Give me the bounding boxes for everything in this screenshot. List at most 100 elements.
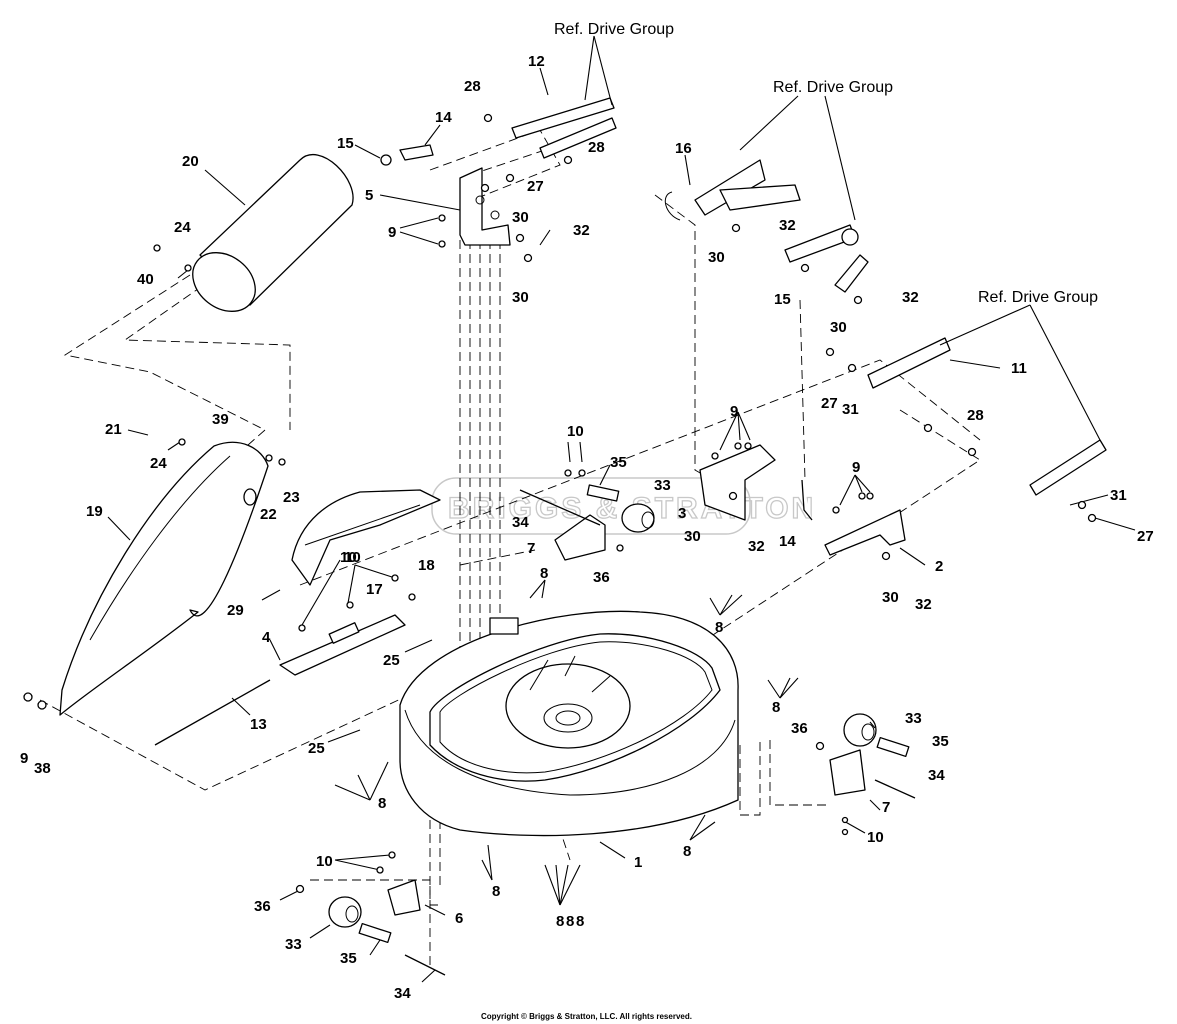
callout-number: 3 [678,505,686,522]
deflector [291,489,441,586]
rod-14 [801,479,813,521]
callout-number: 27 [1137,528,1154,545]
callout-number: 8 [772,699,780,716]
callout-number: 8 [540,565,548,582]
callout-number: 23 [283,489,300,506]
callout-number: 5 [365,187,373,204]
hardware [23,113,1097,894]
callout-number: 4 [262,629,271,646]
callout-number: 30 [830,319,847,336]
callout-number: 1 [634,854,642,871]
callout-number: 8 [492,883,500,900]
callout-number: 9 [20,750,28,767]
callout-number: 30 [882,589,899,606]
callout-number: 8 [576,913,584,930]
chute-tube [192,153,354,312]
callout-number: 30 [684,528,701,545]
link-12 [511,97,617,159]
callout-number: 30 [512,289,529,306]
callout-number: 16 [675,140,692,157]
callout-number: 12 [528,53,545,70]
copyright-notice: Copyright © Briggs & Stratton, LLC. All … [481,1012,692,1021]
callout-number: 33 [654,477,671,494]
callout-number: 7 [527,540,535,557]
callout-number: 35 [932,733,949,750]
ref-drive-group-label: Ref. Drive Group [773,79,893,96]
callout-number: 17 [366,581,383,598]
callout-number: 10 [316,853,333,870]
discharge-chute [59,441,269,716]
callout-number: 15 [337,135,354,152]
callout-number: 20 [182,153,199,170]
callout-number: 32 [779,217,796,234]
callout-number: 8 [683,843,691,860]
callout-number: 35 [610,454,627,471]
callout-number: 31 [1110,487,1127,504]
callout-number: 25 [383,652,400,669]
callout-number: 10 [867,829,884,846]
callouts: 1 2 3 4 5 6 7 7 8 8 8 8 8 8 8 8 8 9 9 9 … [20,53,1154,1002]
roller-assembly-top [519,484,655,561]
callout-number: 7 [882,799,890,816]
ref-drive-group-label: Ref. Drive Group [978,289,1098,306]
callout-number: 40 [137,271,154,288]
callout-number: 8 [378,795,386,812]
callout-number: 15 [774,291,791,308]
deck-housing [399,610,739,837]
pin-14-top [380,144,434,166]
callout-number: 24 [174,219,191,236]
callout-number: 34 [512,514,529,531]
callout-number: 9 [852,459,860,476]
callout-number: 9 [730,403,738,420]
callout-number: 33 [285,936,302,953]
callout-number: 39 [212,411,229,428]
callout-number: 32 [748,538,765,555]
callout-number: 32 [573,222,590,239]
callout-number: 6 [455,910,463,927]
callout-number: 30 [708,249,725,266]
callout-number: 36 [791,720,808,737]
roller-assembly-bottom [328,879,446,976]
callout-number: 18 [418,557,435,574]
callout-number: 11 [1011,360,1027,377]
callout-number: 10 [340,549,357,566]
callout-number: 22 [260,506,277,523]
callout-number: 29 [227,602,244,619]
callout-number: 30 [512,209,529,226]
callout-number: 21 [105,421,122,438]
callout-number: 34 [394,985,411,1002]
callout-number: 25 [308,740,325,757]
callout-number: 8 [566,913,574,930]
rod [154,679,271,746]
callout-number: 38 [34,760,51,777]
leader-lines [107,35,1136,983]
callout-number: 28 [588,139,605,156]
callout-number: 14 [779,533,796,550]
link-11 [867,337,1107,496]
callout-number: 10 [567,423,584,440]
bracket-3 [699,444,776,521]
callout-number: 35 [340,950,357,967]
callout-number: 2 [935,558,943,575]
callout-number: 8 [556,913,564,930]
callout-number: 27 [527,178,544,195]
callout-number: 32 [915,596,932,613]
callout-number: 13 [250,716,267,733]
callout-number: 36 [254,898,271,915]
callout-number: 14 [435,109,452,126]
callout-number: 28 [464,78,481,95]
callout-number: 19 [86,503,103,520]
callout-number: 8 [715,619,723,636]
drive-linkage [664,159,869,293]
callout-number: 9 [388,224,396,241]
bracket-2 [824,509,906,556]
callout-number: 27 [821,395,838,412]
callout-number: 36 [593,569,610,586]
callout-number: 34 [928,767,945,784]
roller-assembly-right [829,713,916,799]
callout-number: 32 [902,289,919,306]
callout-number: 28 [967,407,984,424]
callout-number: 10 [344,549,361,566]
callout-number: 33 [905,710,922,727]
